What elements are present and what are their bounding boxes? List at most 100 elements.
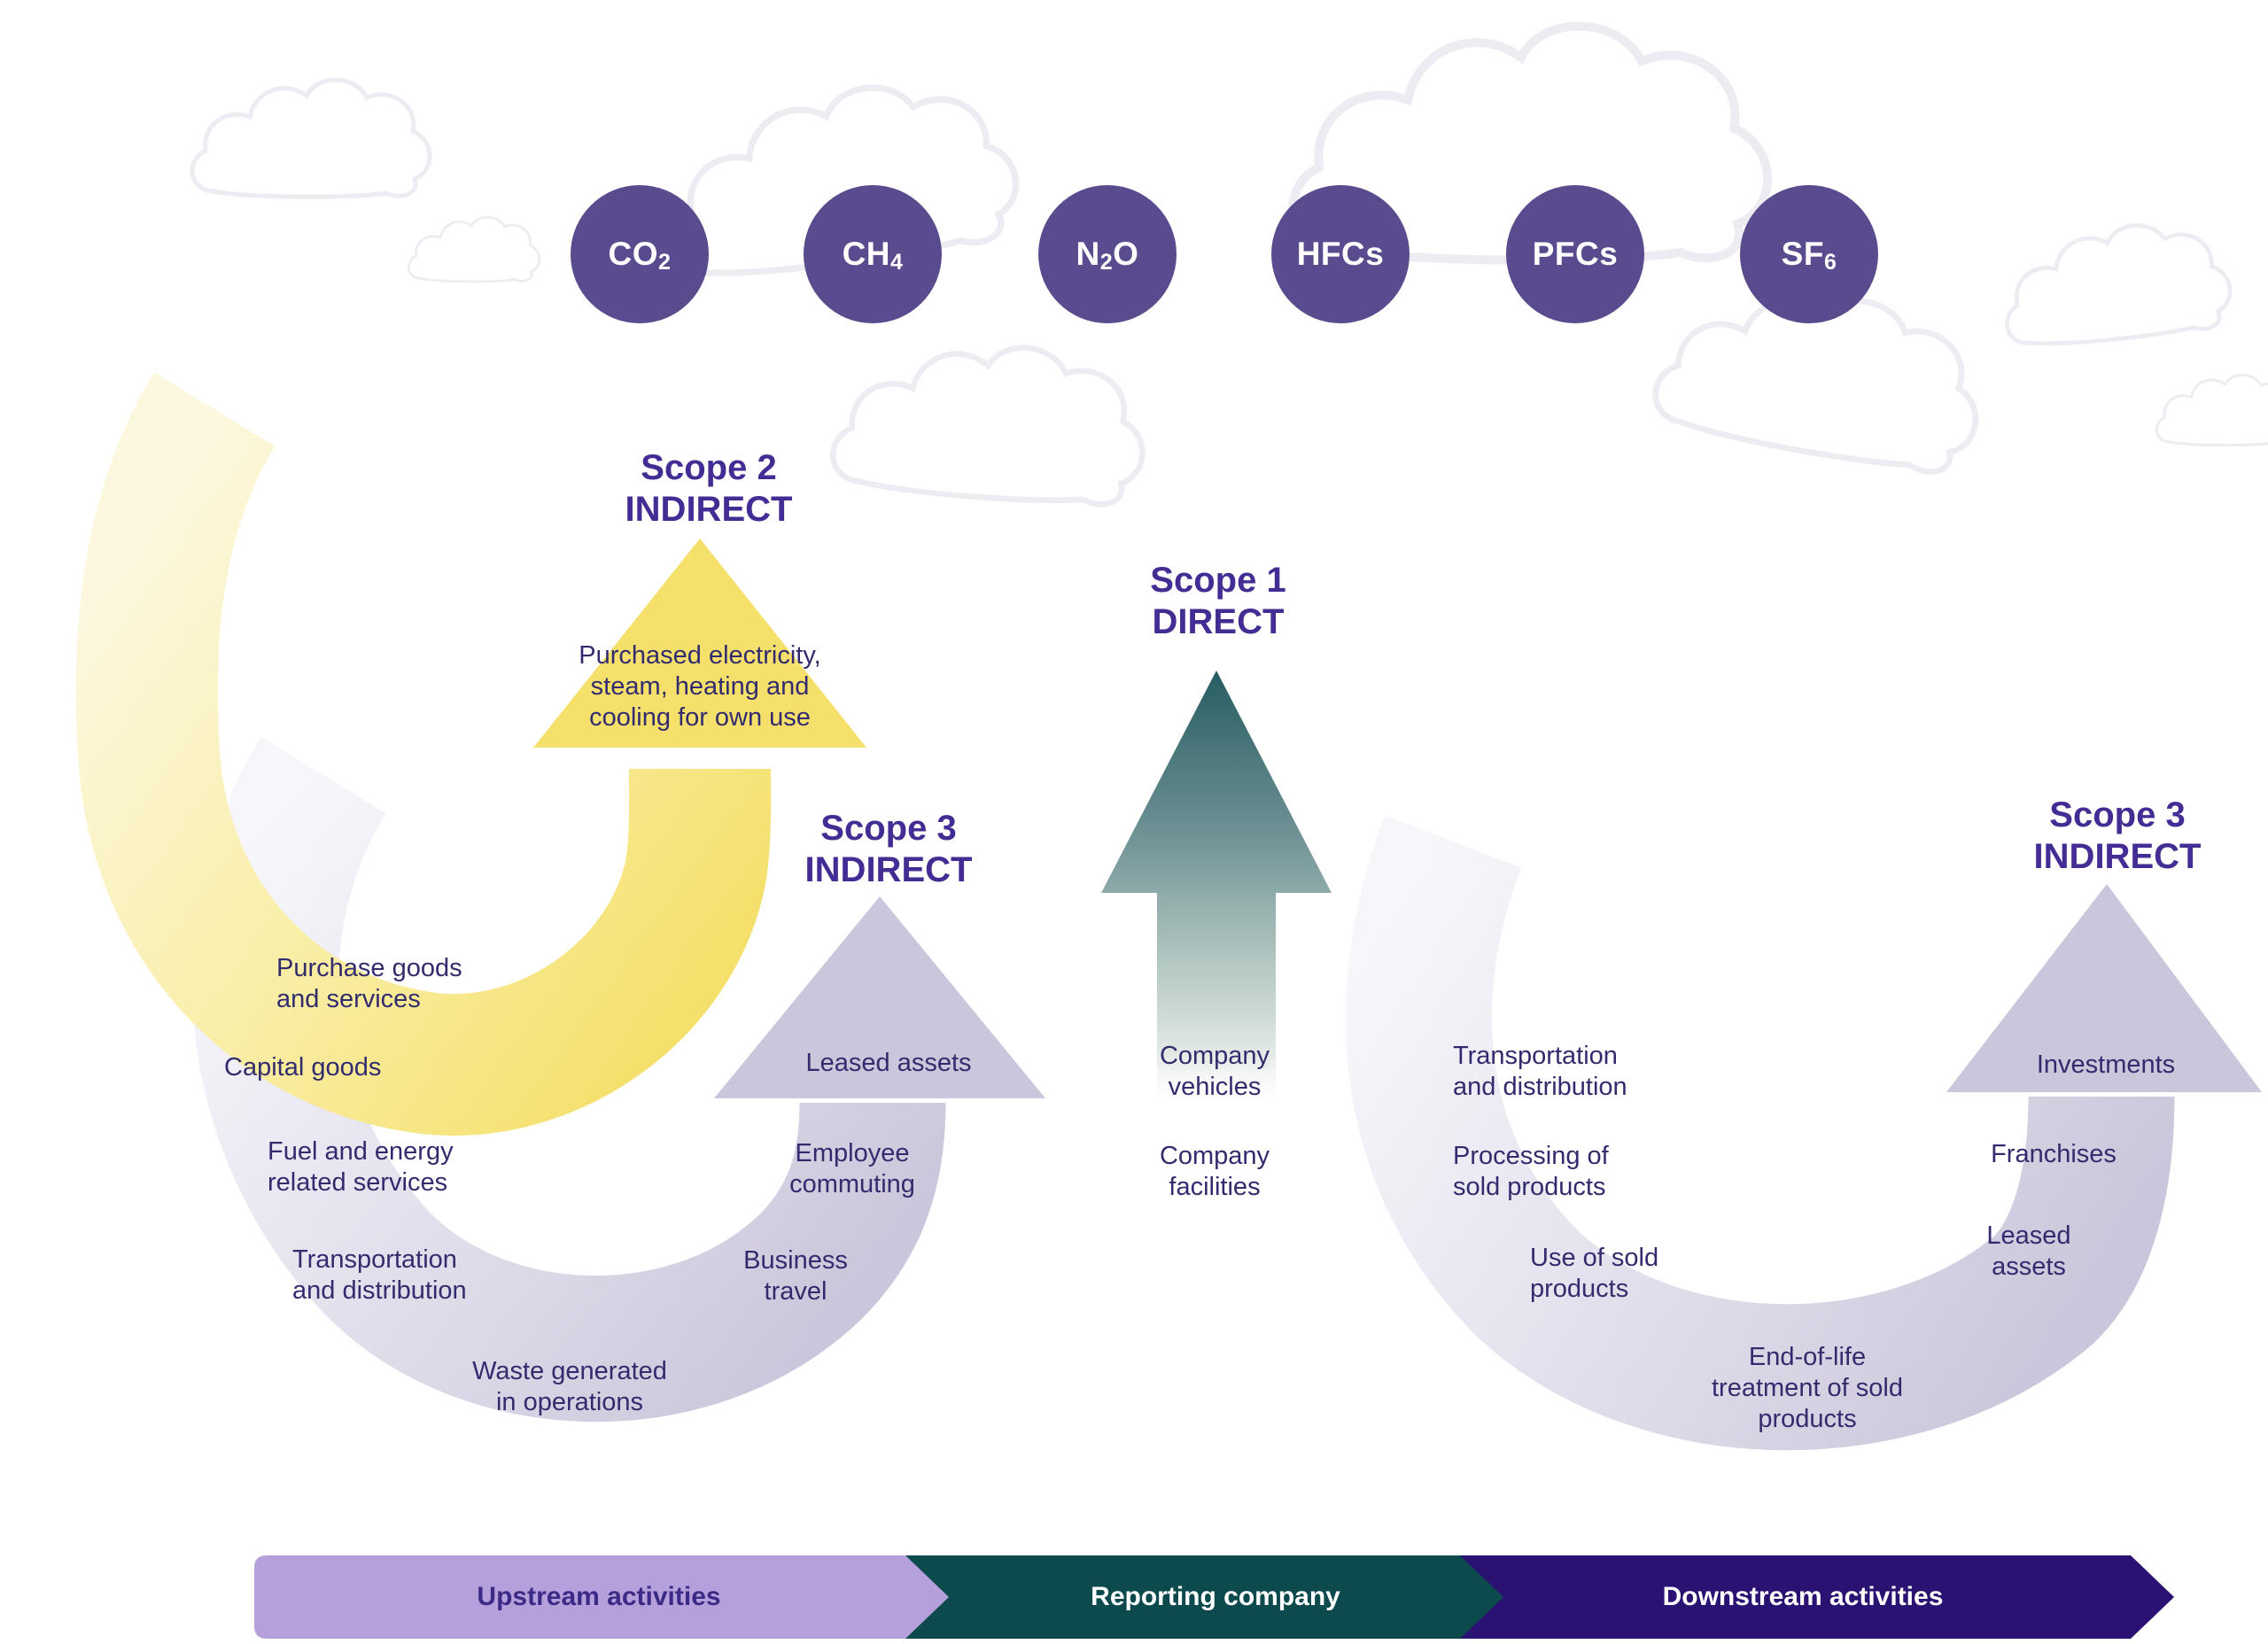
- gas-formula: SF: [1781, 236, 1824, 272]
- scope3-left-title: Scope 3 INDIRECT: [805, 808, 973, 891]
- banner-upstream-label: Upstream activities: [477, 1582, 721, 1611]
- scope1-arrow: [1101, 671, 1332, 1107]
- label-investments: Investments: [2037, 1050, 2175, 1081]
- banner-downstream-label: Downstream activities: [1662, 1582, 1944, 1611]
- gas-formula: CO: [608, 236, 659, 272]
- scope2-arc: [75, 372, 772, 1136]
- scope2-arrowhead: [533, 539, 866, 748]
- label-line: Business: [743, 1246, 848, 1275]
- label-line: in operations: [495, 1388, 644, 1416]
- gas-formula: O: [1113, 236, 1139, 272]
- label-processing-sold-products: Processing of sold products: [1453, 1141, 1609, 1203]
- scope2-title: Scope 2 INDIRECT: [625, 447, 793, 531]
- label-line: Waste generated: [472, 1357, 667, 1385]
- label-line: Use of sold: [1530, 1244, 1659, 1272]
- label-employee-commuting: Employee commuting: [789, 1138, 915, 1200]
- scope3-right-title-line1: Scope 3: [2049, 795, 2186, 834]
- label-line: commuting: [789, 1170, 915, 1198]
- label-line: Processing of: [1453, 1142, 1609, 1170]
- banner-downstream-chevron: [1460, 1555, 2174, 1639]
- label-line: Company: [1159, 1042, 1270, 1070]
- label-line: facilities: [1169, 1173, 1261, 1201]
- cloud-icon: [1998, 216, 2233, 350]
- gas-formula-subscript: 6: [1823, 249, 1837, 275]
- gas-circle-hfcs: HFCs: [1271, 185, 1410, 323]
- label-line: Capital goods: [224, 1053, 382, 1082]
- label-use-of-sold-products: Use of sold products: [1530, 1243, 1658, 1305]
- scope3-right-title-line2: INDIRECT: [2033, 837, 2202, 876]
- label-line: Transportation: [1453, 1042, 1618, 1070]
- label-end-of-life: End-of-life treatment of sold products: [1712, 1342, 1903, 1435]
- gas-formula: PFCs: [1532, 236, 1619, 272]
- label-franchises: Franchises: [1991, 1139, 2117, 1170]
- label-line: Franchises: [1991, 1140, 2117, 1168]
- label-line: Leased: [1986, 1221, 2071, 1250]
- label-line: related services: [268, 1168, 448, 1197]
- label-leased-assets-left: Leased assets: [805, 1048, 971, 1079]
- label-purchase-goods: Purchase goods and services: [276, 953, 462, 1015]
- label-line: sold products: [1453, 1173, 1606, 1201]
- label-line: travel: [764, 1277, 827, 1306]
- cloud-icon: [192, 80, 430, 197]
- gas-formula-subscript: 4: [890, 249, 904, 275]
- label-line: Employee: [795, 1139, 910, 1167]
- scope2-arrow-label-line1: Purchased electricity,: [579, 641, 821, 670]
- gas-circle-pfcs: PFCs: [1506, 185, 1644, 323]
- gas-formula-subscript: 2: [658, 249, 672, 275]
- label-business-travel: Business travel: [743, 1245, 848, 1307]
- scope3-right-title: Scope 3 INDIRECT: [2034, 795, 2202, 878]
- scope3-right-arrowhead: [1946, 884, 2262, 1092]
- label-fuel-energy: Fuel and energy related services: [268, 1136, 454, 1198]
- label-transportation-upstream: Transportation and distribution: [292, 1245, 467, 1307]
- label-line: assets: [1992, 1252, 2066, 1281]
- label-line: Leased assets: [805, 1049, 972, 1077]
- label-line: Transportation: [292, 1245, 457, 1274]
- label-line: products: [1758, 1405, 1857, 1433]
- scope3-left-arrowhead: [714, 896, 1045, 1098]
- scope2-arrow-label: Purchased electricity, steam, heating an…: [579, 640, 820, 733]
- gas-formula: CH: [842, 236, 891, 272]
- label-leased-assets-right: Leased assets: [1986, 1221, 2070, 1283]
- scope3-right-arc: [1345, 815, 2175, 1451]
- scope1-title: Scope 1 DIRECT: [1150, 560, 1285, 643]
- gas-formula: HFCs: [1296, 236, 1385, 272]
- label-line: and distribution: [1453, 1073, 1627, 1101]
- cloud-icon: [2155, 373, 2268, 447]
- scope3-right-arrow: [1345, 815, 2262, 1451]
- cloud-outlines-group: [192, 26, 2268, 508]
- label-company-facilities: Company facilities: [1160, 1141, 1270, 1203]
- scope2-title-line2: INDIRECT: [625, 490, 793, 529]
- banner-upstream-chevron: [254, 1555, 949, 1639]
- label-line: Fuel and energy: [268, 1137, 454, 1166]
- activity-banner: [254, 1555, 2174, 1639]
- label-line: and distribution: [292, 1276, 467, 1305]
- banner-reporting-chevron: [905, 1555, 1503, 1639]
- label-waste-generated: Waste generated in operations: [472, 1356, 667, 1418]
- scope1-title-line1: Scope 1: [1150, 561, 1286, 600]
- cloud-icon: [831, 335, 1150, 508]
- scope2-title-line1: Scope 2: [641, 448, 777, 487]
- scope2-arrow-label-line2: steam, heating and: [590, 672, 810, 701]
- cloud-icon: [407, 215, 541, 283]
- label-line: products: [1530, 1275, 1629, 1303]
- label-line: treatment of sold: [1712, 1374, 1903, 1402]
- scope3-left-title-line2: INDIRECT: [804, 850, 973, 889]
- gas-formula: N: [1076, 236, 1100, 272]
- scope3-left-title-line1: Scope 3: [820, 809, 957, 848]
- label-line: End-of-life: [1748, 1343, 1867, 1371]
- label-line: Company: [1159, 1142, 1270, 1170]
- label-transportation-downstream: Transportation and distribution: [1453, 1041, 1627, 1103]
- label-company-vehicles: Company vehicles: [1160, 1041, 1270, 1103]
- label-line: Purchase goods: [276, 954, 462, 982]
- scope2-arrow: [75, 372, 866, 1136]
- label-line: vehicles: [1168, 1073, 1262, 1101]
- scope1-title-line2: DIRECT: [1152, 602, 1285, 641]
- label-line: and services: [276, 985, 421, 1013]
- banner-reporting-label: Reporting company: [1091, 1582, 1340, 1611]
